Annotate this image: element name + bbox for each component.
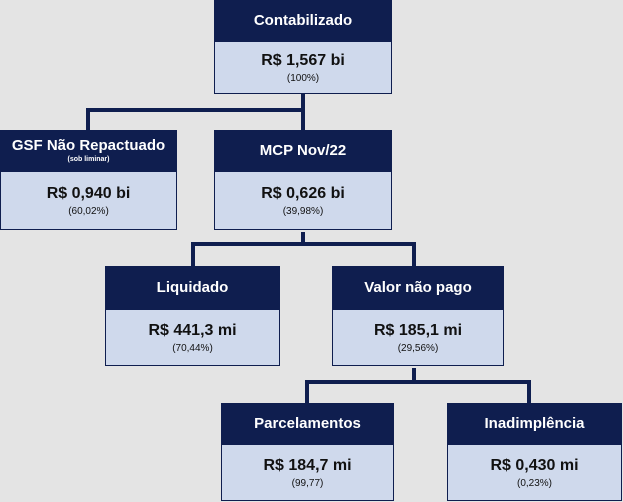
node-gsf-nao-repactuado: GSF Não Repactuado (sob liminar) R$ 0,94… <box>0 130 177 230</box>
node-body: R$ 185,1 mi (29,56%) <box>332 310 504 366</box>
node-header: Parcelamentos <box>221 403 394 445</box>
node-body: R$ 441,3 mi (70,44%) <box>105 310 280 366</box>
node-percent: (0,23%) <box>516 477 552 489</box>
node-value: R$ 0,626 bi <box>261 185 345 203</box>
node-contabilizado: Contabilizado R$ 1,567 bi (100%) <box>214 0 392 94</box>
connector-valor-children <box>305 368 531 405</box>
node-value: R$ 1,567 bi <box>261 52 345 70</box>
node-body: R$ 0,430 mi (0,23%) <box>447 445 622 501</box>
node-title: Valor não pago <box>364 278 472 296</box>
node-percent: (99,77) <box>291 477 324 489</box>
node-inadimplencia: Inadimplência R$ 0,430 mi (0,23%) <box>447 403 622 501</box>
node-liquidado: Liquidado R$ 441,3 mi (70,44%) <box>105 266 280 366</box>
node-value: R$ 185,1 mi <box>373 322 463 340</box>
node-value: R$ 0,940 bi <box>46 185 131 203</box>
node-body: R$ 184,7 mi (99,77) <box>221 445 394 501</box>
node-body: R$ 0,626 bi (39,98%) <box>214 172 392 230</box>
node-title: Liquidado <box>156 278 229 296</box>
node-title: GSF Não Repactuado <box>11 137 166 155</box>
connector-contabilizado-children <box>86 94 305 132</box>
node-percent: (70,44%) <box>172 342 213 354</box>
node-title: Parcelamentos <box>254 414 361 432</box>
node-value: R$ 184,7 mi <box>263 457 352 475</box>
node-percent: (100%) <box>286 72 320 84</box>
node-header: Liquidado <box>105 266 280 310</box>
node-header: Contabilizado <box>214 0 392 42</box>
node-parcelamentos: Parcelamentos R$ 184,7 mi (99,77) <box>221 403 394 501</box>
node-subtitle: (sob liminar) <box>67 155 110 163</box>
node-body: R$ 1,567 bi (100%) <box>214 42 392 94</box>
node-header: Inadimplência <box>447 403 622 445</box>
node-header: MCP Nov/22 <box>214 130 392 172</box>
node-header: Valor não pago <box>332 266 504 310</box>
node-body: R$ 0,940 bi (60,02%) <box>0 172 177 230</box>
node-valor-nao-pago: Valor não pago R$ 185,1 mi (29,56%) <box>332 266 504 366</box>
node-value: R$ 0,430 mi <box>490 457 579 475</box>
node-percent: (39,98%) <box>282 205 324 217</box>
node-mcp-nov22: MCP Nov/22 R$ 0,626 bi (39,98%) <box>214 130 392 230</box>
node-header: GSF Não Repactuado (sob liminar) <box>0 130 177 172</box>
node-title: MCP Nov/22 <box>259 141 347 159</box>
node-title: Contabilizado <box>253 11 353 29</box>
node-value: R$ 441,3 mi <box>148 322 237 340</box>
node-percent: (60,02%) <box>68 205 109 217</box>
connector-mcp-children <box>191 232 416 268</box>
node-percent: (29,56%) <box>397 342 439 354</box>
node-title: Inadimplência <box>484 414 585 432</box>
